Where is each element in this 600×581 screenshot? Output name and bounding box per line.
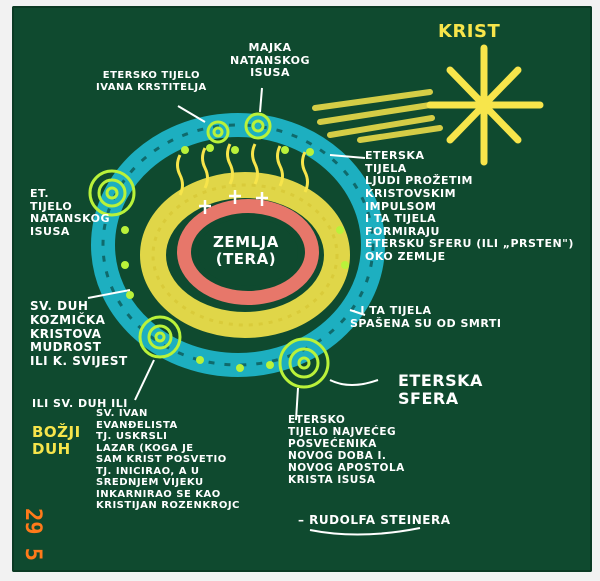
- label-krist: KRIST: [438, 21, 501, 42]
- white-crosses: [199, 190, 268, 214]
- label-etersko-ivana: ETERSKO TIJELO IVANA KRSTITELJA: [96, 70, 207, 93]
- label-spasena: – I TA TIJELA SPAŠENA SU OD SMRTI: [350, 304, 502, 330]
- label-majka: MAJKA NATANSKOG ISUSA: [230, 41, 311, 80]
- label-et-tijelo: ET. TIJELO NATANSKOG ISUSA: [30, 187, 111, 238]
- yellow-etheric-band: [140, 172, 350, 338]
- label-ili-sv-duh: ILI SV. DUH ILI: [32, 397, 128, 410]
- label-eterska-tijela: ETERSKA TIJELA LJUDI PROŽETIM KRISTOVSKI…: [365, 149, 574, 264]
- etheric-ring-icon: [88, 112, 330, 389]
- chalk-arrow-icon: [87, 87, 421, 536]
- label-rudolfa: – RUDOLFA STEINERA: [298, 513, 451, 527]
- label-sv-ivan: SV. IVAN EVANĐELISTA TJ. USKRSLI LAZAR (…: [96, 408, 240, 511]
- label-eterska-sfera: ETERSKA SFERA: [398, 371, 483, 409]
- label-etersko-tijelo: ETERSKO TIJELO NAJVEĆEG POSVEĆENIKA NOVO…: [288, 414, 405, 487]
- photo-datestamp: 29 5: [20, 508, 45, 561]
- green-dots: [121, 144, 349, 372]
- christ-star-icon: [426, 44, 544, 166]
- label-bozji-duh: BOŽJI DUH: [32, 423, 81, 459]
- christ-rays: [312, 89, 443, 143]
- label-zemlja: ZEMLJA (TERA): [213, 233, 279, 269]
- label-sv-duh: SV. DUH KOZMIČKA KRISTOVA MUDROST ILI K.…: [30, 299, 128, 369]
- wavy-impulse-lines: [176, 143, 309, 196]
- earth-circle: [177, 199, 319, 305]
